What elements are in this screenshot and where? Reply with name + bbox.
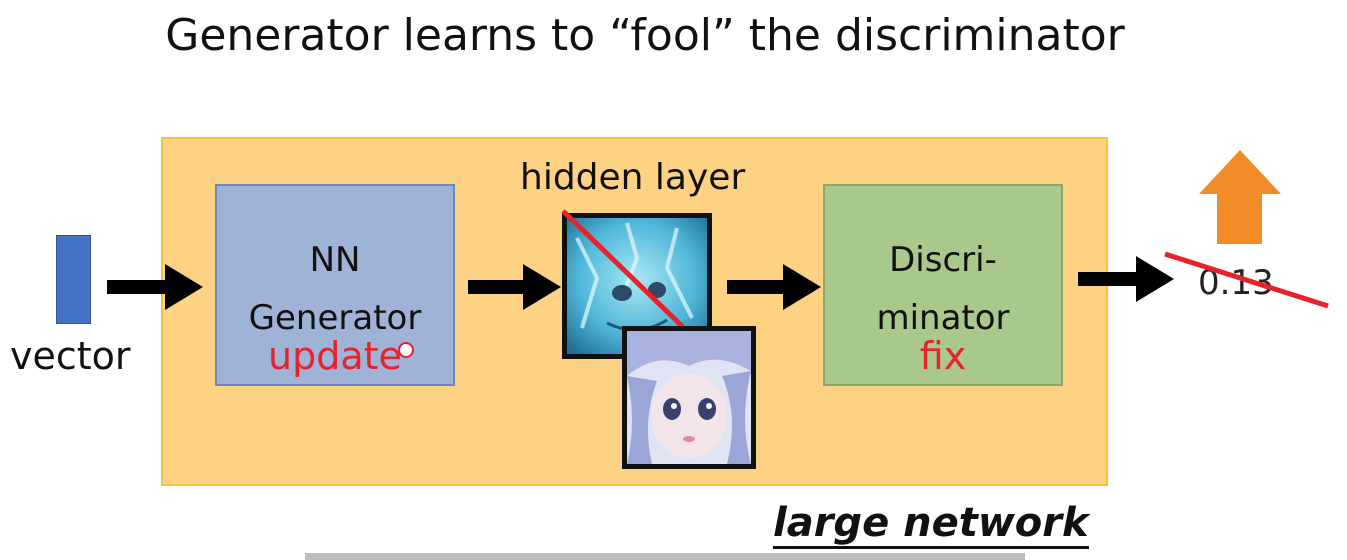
discriminator-fix-annotation: fix (919, 334, 967, 378)
generator-label-line1: NN (309, 240, 361, 280)
arrow-image-to-discriminator (727, 264, 821, 310)
arrow-discriminator-to-output (1078, 256, 1174, 302)
generated-image-anime-face (622, 326, 756, 469)
up-arrow-icon-head (1199, 150, 1281, 194)
generator-box (215, 184, 455, 386)
discriminator-label-line1: Discri- (889, 240, 997, 280)
discriminator-label-line2: minator (876, 298, 1010, 338)
horizontal-scrollbar[interactable] (305, 553, 1025, 560)
arrow-generator-to-image (468, 264, 561, 310)
cursor-pointer-icon (398, 342, 414, 358)
input-vector-bar (56, 235, 91, 324)
generator-label-line2: Generator (248, 298, 422, 338)
slide-title: Generator learns to “fool” the discrimin… (165, 10, 1125, 61)
hidden-layer-label: hidden layer (520, 157, 746, 198)
up-arrow-icon (1217, 192, 1262, 244)
cross-out-line-image (561, 209, 685, 329)
input-vector-label: vector (10, 334, 131, 378)
cross-out-line-score (1164, 251, 1329, 309)
discriminator-box (823, 184, 1063, 386)
generator-update-annotation: update (268, 334, 402, 378)
anime-face-image (627, 331, 751, 464)
large-network-label: large network (773, 500, 1089, 549)
arrow-vector-to-generator (107, 264, 203, 310)
